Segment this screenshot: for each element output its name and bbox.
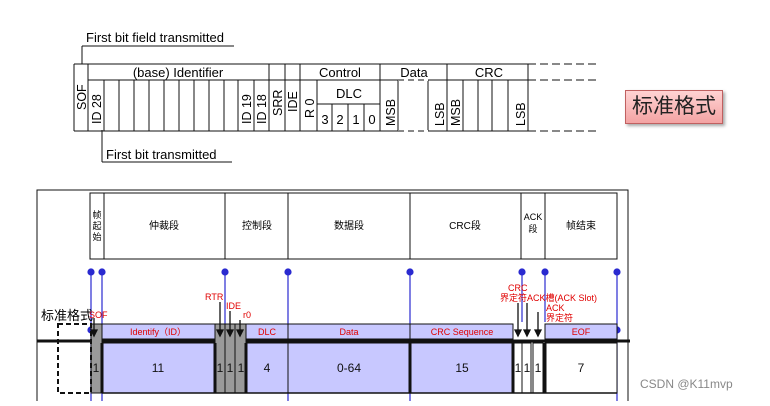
ide-bit-label: IDE [286,91,300,112]
ann-rtr: RTR [205,292,224,302]
count-rtr: 1 [217,361,224,375]
standard-format-badge: 标准格式 [625,90,723,124]
field-crc-seq: CRC Sequence [431,327,494,337]
first-bit-label: First bit transmitted [106,147,217,162]
data-header: Data [400,65,428,80]
count-r0: 1 [238,361,245,375]
identifier-header: (base) Identifier [133,65,224,80]
seg-crc: CRC段 [449,219,481,232]
watermark: CSDN @K11mvp [640,377,733,391]
seg-sof-char1: 帧 [92,209,101,220]
count-ack-delim: 1 [535,361,542,375]
count-dlc: 4 [264,361,271,375]
dlc-bit-3: 3 [321,112,328,127]
ann-ide: IDE [226,301,241,311]
count-data: 0-64 [337,361,361,375]
ann-ack-delim-2: 界定符 [546,312,573,323]
ann-crc-delim-2: 界定符 [500,292,527,303]
count-crc-delim: 1 [515,361,522,375]
count-crc: 15 [455,361,469,375]
count-sof: 1 [93,361,100,375]
ann-ack-delim-1: ACK [546,303,565,313]
seg-data: 数据段 [334,219,364,232]
control-header: Control [319,65,361,80]
dlc-bit-1: 1 [352,112,359,127]
count-ide: 1 [227,361,234,375]
first-bit-field-label: First bit field transmitted [86,30,224,45]
id18-bit-label: ID 18 [255,94,269,124]
frame-diagram: 帧 起 始 仲裁段 控制段 数据段 CRC段 ACK 段 帧结束 [36,189,630,406]
seg-sof-char2: 起 [92,221,101,231]
dlc-bit-0: 0 [368,112,375,127]
seg-ack-line2: 段 [528,223,537,234]
r0-bit-label: R 0 [303,99,317,119]
ann-sof: SOF [89,310,108,320]
crc-header: CRC [475,65,503,80]
count-eof: 7 [578,361,585,375]
ann-r0: r0 [243,310,251,320]
field-eof: EOF [572,327,591,337]
sof-bit-label: SOF [75,84,89,110]
srr-bit-label: SRR [271,90,285,116]
dlc-bit-2: 2 [336,112,343,127]
seg-control: 控制段 [242,219,272,232]
msb2-bit-label: MSB [449,99,463,126]
field-data: Data [339,327,358,337]
msb1-bit-label: MSB [384,99,398,126]
lsb2-bit-label: LSB [514,102,528,126]
count-ack-slot: 1 [524,361,531,375]
seg-arbitration: 仲裁段 [149,219,179,232]
top-bit-diagram: First bit field transmitted First bit tr… [73,30,600,163]
field-dlc: DLC [258,327,277,337]
dlc-header: DLC [336,86,362,101]
id28-bit-label: ID 28 [90,94,104,124]
seg-sof-char3: 始 [92,231,101,242]
ann-crc-delim-1: CRC [508,283,528,293]
field-identify: Identify（ID） [130,327,186,337]
ann-ack-slot: ACK槽(ACK Slot) [527,292,597,303]
count-id: 11 [152,361,165,375]
seg-eof: 帧结束 [566,219,596,232]
seg-ack-line1: ACK [524,212,543,222]
lsb1-bit-label: LSB [433,102,447,126]
id19-bit-label: ID 19 [240,94,254,124]
side-label-standard: 标准格式 [41,308,93,323]
